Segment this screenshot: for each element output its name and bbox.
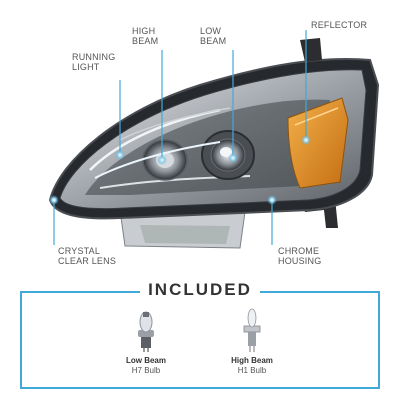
amber-reflector — [287, 97, 349, 189]
callout-lines — [53, 30, 307, 245]
callout-crystal-clear-lens: CRYSTAL CLEAR LENS — [58, 246, 117, 266]
high-beam-bulb-name: High Beam — [231, 356, 273, 365]
top-bracket — [300, 38, 322, 62]
included-title: INCLUDED — [140, 280, 260, 300]
low-beam-bulb-name: Low Beam — [125, 356, 166, 365]
low-beam-bulb-type: H7 Bulb — [131, 366, 161, 375]
callout-points — [49, 135, 311, 205]
callout-low-beam: LOW BEAM — [200, 26, 227, 46]
callout-high-beam: HIGH BEAM — [132, 26, 159, 46]
included-box — [20, 291, 380, 389]
callout-reflector: REFLECTOR — [311, 20, 368, 30]
running-light-strip — [94, 141, 221, 179]
high-beam-bulb-type: H1 Bulb — [237, 366, 267, 375]
h7-bulb-image — [138, 311, 154, 352]
callout-chrome-housing: CHROME HOUSING — [278, 246, 322, 266]
low-beam-projector — [201, 130, 255, 180]
callout-running-light: RUNNING LIGHT — [72, 52, 116, 72]
h1-bulb-image — [243, 308, 261, 352]
